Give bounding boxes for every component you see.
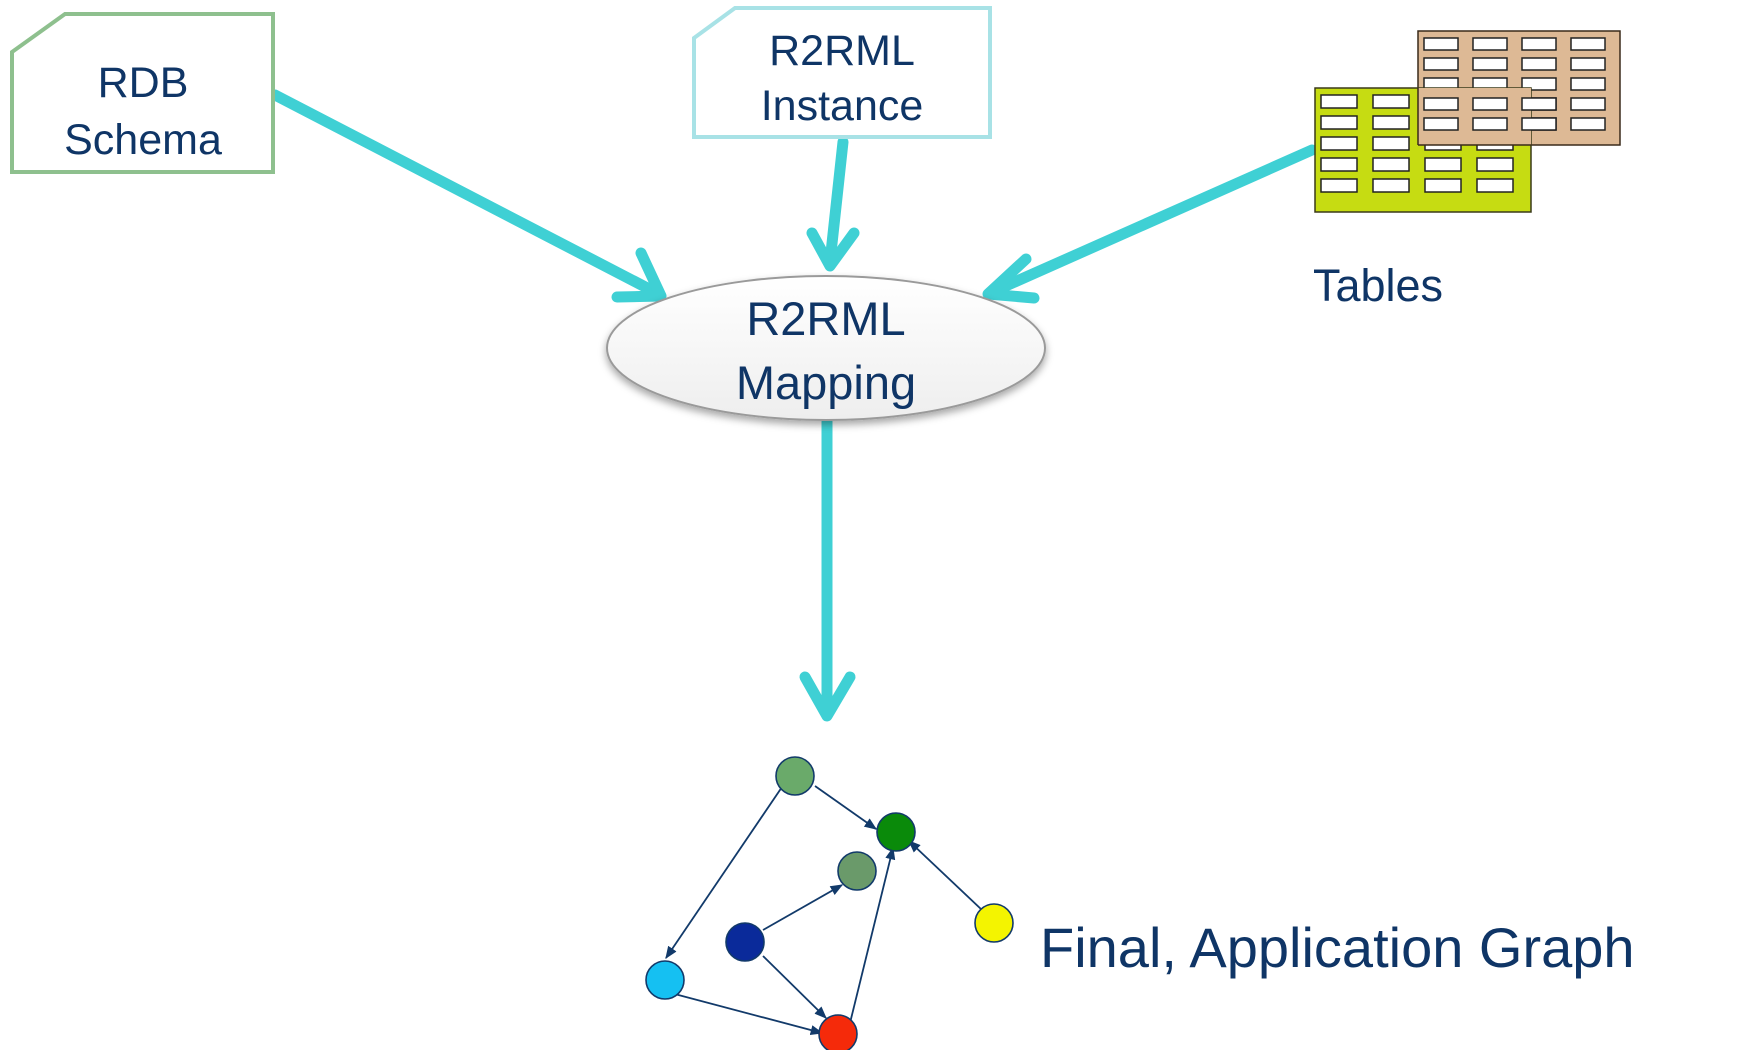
graph-edge — [908, 840, 983, 911]
table-cell — [1320, 115, 1358, 130]
graph-node-green — [876, 812, 916, 852]
graph-nodes — [645, 756, 1014, 1050]
table-cell — [1320, 178, 1358, 193]
table-cell — [1320, 94, 1358, 109]
graph-node-cyan — [645, 960, 685, 1000]
table-cell — [1423, 57, 1459, 71]
graph-node-navy — [725, 922, 765, 962]
graph-edge — [651, 987, 824, 1035]
table-cell — [1570, 117, 1606, 131]
graph-node-yellow — [974, 903, 1014, 943]
graph-edge — [762, 884, 844, 931]
table-back-overlap — [1418, 88, 1531, 145]
table-cell — [1320, 157, 1358, 172]
mapping-label-line2: Mapping — [736, 356, 916, 409]
table-cell — [1423, 97, 1459, 111]
rdb-schema-box: RDB Schema — [10, 12, 275, 174]
table-cell — [1372, 115, 1410, 130]
table-cell — [1570, 37, 1606, 51]
table-cell — [1372, 157, 1410, 172]
table-cell — [1424, 178, 1462, 193]
mapping-label-line1: R2RML — [746, 292, 905, 345]
table-cell — [1570, 77, 1606, 91]
table-cell — [1372, 178, 1410, 193]
table-back-overlap-cells — [1423, 97, 1557, 131]
table-cell — [1423, 117, 1459, 131]
table-cell — [1521, 57, 1557, 71]
table-cell — [1521, 77, 1557, 91]
flow-arrows — [269, 89, 1318, 722]
graph-node-red — [818, 1014, 858, 1050]
r2rml-instance-box: R2RML Instance — [692, 6, 992, 139]
graph-edge — [762, 955, 827, 1019]
table-cell — [1521, 117, 1557, 131]
arrow-mapping-to-graph — [799, 416, 856, 722]
tables-label: Tables — [1313, 260, 1443, 311]
table-cell — [1424, 157, 1462, 172]
table-cell — [1423, 37, 1459, 51]
table-cell — [1472, 117, 1508, 131]
rdb-schema-label-line1: RDB — [98, 59, 189, 107]
table-cell — [1521, 37, 1557, 51]
tables-icon — [1314, 30, 1621, 213]
r2rml-mapping-node: R2RML Mapping — [606, 275, 1046, 421]
graph-edges — [651, 785, 983, 1035]
graph-edge — [849, 846, 896, 1024]
arrow-instance-to-mapping — [806, 136, 860, 272]
graph-edge — [665, 786, 783, 960]
graph-edge — [814, 785, 878, 830]
table-cell — [1521, 97, 1557, 111]
table-cell — [1570, 97, 1606, 111]
table-cell — [1320, 136, 1358, 151]
graph-label: Final, Application Graph — [1040, 916, 1635, 979]
arrow-rdb-to-mapping — [269, 89, 667, 303]
table-cell — [1472, 97, 1508, 111]
graph-node-sage — [837, 851, 877, 891]
table-cell — [1372, 94, 1410, 109]
table-cell — [1476, 157, 1514, 172]
r2rml-instance-label-line2: Instance — [761, 82, 924, 130]
table-back-cells — [1423, 37, 1606, 131]
rdb-schema-label-line2: Schema — [64, 116, 222, 164]
graph-node-light-green — [775, 756, 815, 796]
application-graph — [645, 756, 1014, 1050]
table-cell — [1476, 178, 1514, 193]
table-cell — [1472, 57, 1508, 71]
table-cell — [1372, 136, 1410, 151]
arrow-tables-to-mapping — [982, 144, 1318, 304]
table-cell — [1472, 37, 1508, 51]
table-cell — [1570, 57, 1606, 71]
r2rml-instance-label-line1: R2RML — [769, 27, 915, 75]
